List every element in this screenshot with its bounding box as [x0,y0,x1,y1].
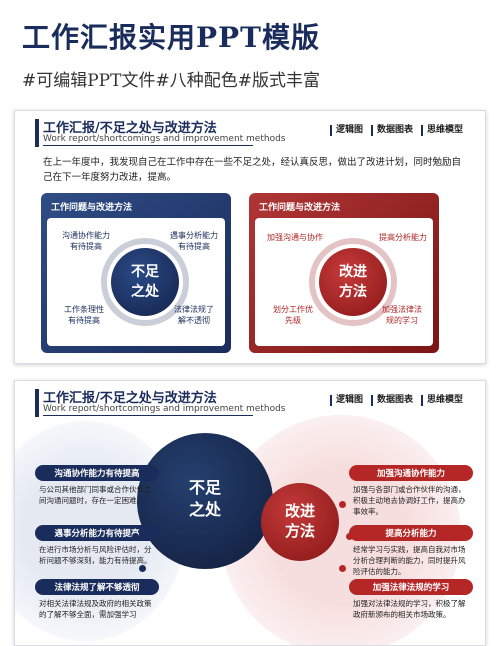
improvement-item: 加强法律法规的学习 加强对法律法规的学习，积极了解政府新颁布的相关市场政策。 [349,579,473,620]
item-desc: 与公司其他部门同事或合作伙伴之间沟通问题时，存在一定困难。 [39,485,152,505]
tag-thinking: 思维模型 [420,395,467,406]
issue-label: 沟通协作能力 有待提高 [62,231,110,251]
shortcoming-item: 沟通协作能力有待提高 与公司其他部门同事或合作伙伴之间沟通问题时，存在一定困难。 [35,465,159,506]
shortcomings-circle: 不足 之处 [137,433,273,569]
ring-decoration [101,238,189,326]
improvement-item: 提高分析能力 经常学习与实践，提高自我对市场分析合理判断的能力，同时提升风险评估… [349,525,473,577]
title-underline [43,415,253,416]
page-title: 工作汇报实用PPT模版 [22,21,320,54]
connector-dot [139,565,146,572]
item-title: 沟通协作能力有待提高 [35,465,159,481]
improvement-item: 加强沟通协作能力 加强与各部门或合作伙伴的沟通，积极主动地去协调好工作，提高办事… [349,465,473,517]
tag-data: 数据图表 [370,395,417,406]
title-accent-bar [35,119,39,147]
improvements-circle: 改进 方法 [261,483,339,561]
slide-1-card: 工作汇报/不足之处与改进方法 Work report/shortcomings … [14,110,486,364]
item-title: 提高分析能力 [349,525,473,541]
slide-tags: 逻辑图 数据图表 思维模型 [326,125,467,136]
item-desc: 在进行市场分析与风险评估时，分析问题不够深刻，能力有待提高。 [39,545,152,565]
slide-tags: 逻辑图 数据图表 思维模型 [326,395,467,406]
connector-dot [139,501,146,508]
connector-dot [339,501,346,508]
issue-label: 遇事分析能力 有待提高 [170,231,218,251]
panel-heading: 工作问题与改进方法 [259,203,341,213]
method-label: 提高分析能力 [379,233,427,242]
connector-dot [132,533,139,540]
slide-title: 工作汇报/不足之处与改进方法 [43,391,217,406]
issue-label: 工作条理性 有待提高 [64,305,104,325]
panel-body: 改进 方法 加强沟通与协作 提高分析能力 划分工作优 先级 加强法律法 规的学习 [255,218,433,346]
method-label: 加强法律法 规的学习 [382,305,422,325]
item-title: 法律法规了解不够透彻 [35,579,159,595]
method-label: 加强沟通与协作 [267,233,323,242]
improvements-core: 改进 方法 [319,248,387,316]
title-accent-bar [35,389,39,417]
shortcomings-core: 不足 之处 [111,248,179,316]
tag-thinking: 思维模型 [420,125,467,136]
item-desc: 加强与各部门或合作伙伴的沟通，积极主动地去协调好工作，提高办事效率。 [353,485,466,516]
item-title: 遇事分析能力有待提高 [35,525,159,541]
tag-logic: 逻辑图 [329,395,367,406]
slide-title: 工作汇报/不足之处与改进方法 [43,121,217,136]
intro-text: 在上一年度中，我发现自己在工作中存在一些不足之处，经认真反思，做出了改进计划，同… [43,157,462,183]
shortcoming-item: 遇事分析能力有待提高 在进行市场分析与风险评估时，分析问题不够深刻，能力有待提高… [35,525,159,566]
tag-data: 数据图表 [370,125,417,136]
slide-subtitle-en: Work report/shortcomings and improvement… [43,134,286,144]
tag-logic: 逻辑图 [329,125,367,136]
title-underline [43,145,253,146]
panel-body: 不足 之处 沟通协作能力 有待提高 遇事分析能力 有待提高 工作条理性 有待提高… [47,218,225,346]
improvements-panel: 工作问题与改进方法 改进 方法 加强沟通与协作 提高分析能力 划分工作优 先级 … [249,193,439,353]
item-desc: 经常学习与实践，提高自我对市场分析合理判断的能力，同时提升风险评估的能力。 [353,545,466,576]
item-desc: 对相关法律法规及政府的相关政策的了解不够全面，需加强学习 [39,599,152,619]
shortcoming-item: 法律法规了解不够透彻 对相关法律法规及政府的相关政策的了解不够全面，需加强学习 [35,579,159,620]
shortcomings-panel: 工作问题与改进方法 不足 之处 沟通协作能力 有待提高 遇事分析能力 有待提高 … [41,193,231,353]
ring-decoration [309,238,397,326]
page-subtitle: #可编辑PPT文件#八种配色#版式丰富 [22,71,320,91]
connector-dot [339,565,346,572]
connector-dot [346,533,353,540]
method-label: 划分工作优 先级 [273,305,313,325]
item-desc: 加强对法律法规的学习，积极了解政府新颁布的相关市场政策。 [353,599,466,619]
item-title: 加强法律法规的学习 [349,579,473,595]
item-title: 加强沟通协作能力 [349,465,473,481]
slide-2-card: 工作汇报/不足之处与改进方法 Work report/shortcomings … [14,380,486,646]
slide-subtitle-en: Work report/shortcomings and improvement… [43,404,286,414]
panel-heading: 工作问题与改进方法 [51,203,133,213]
issue-label: 法律法规了 解不透彻 [174,305,214,325]
